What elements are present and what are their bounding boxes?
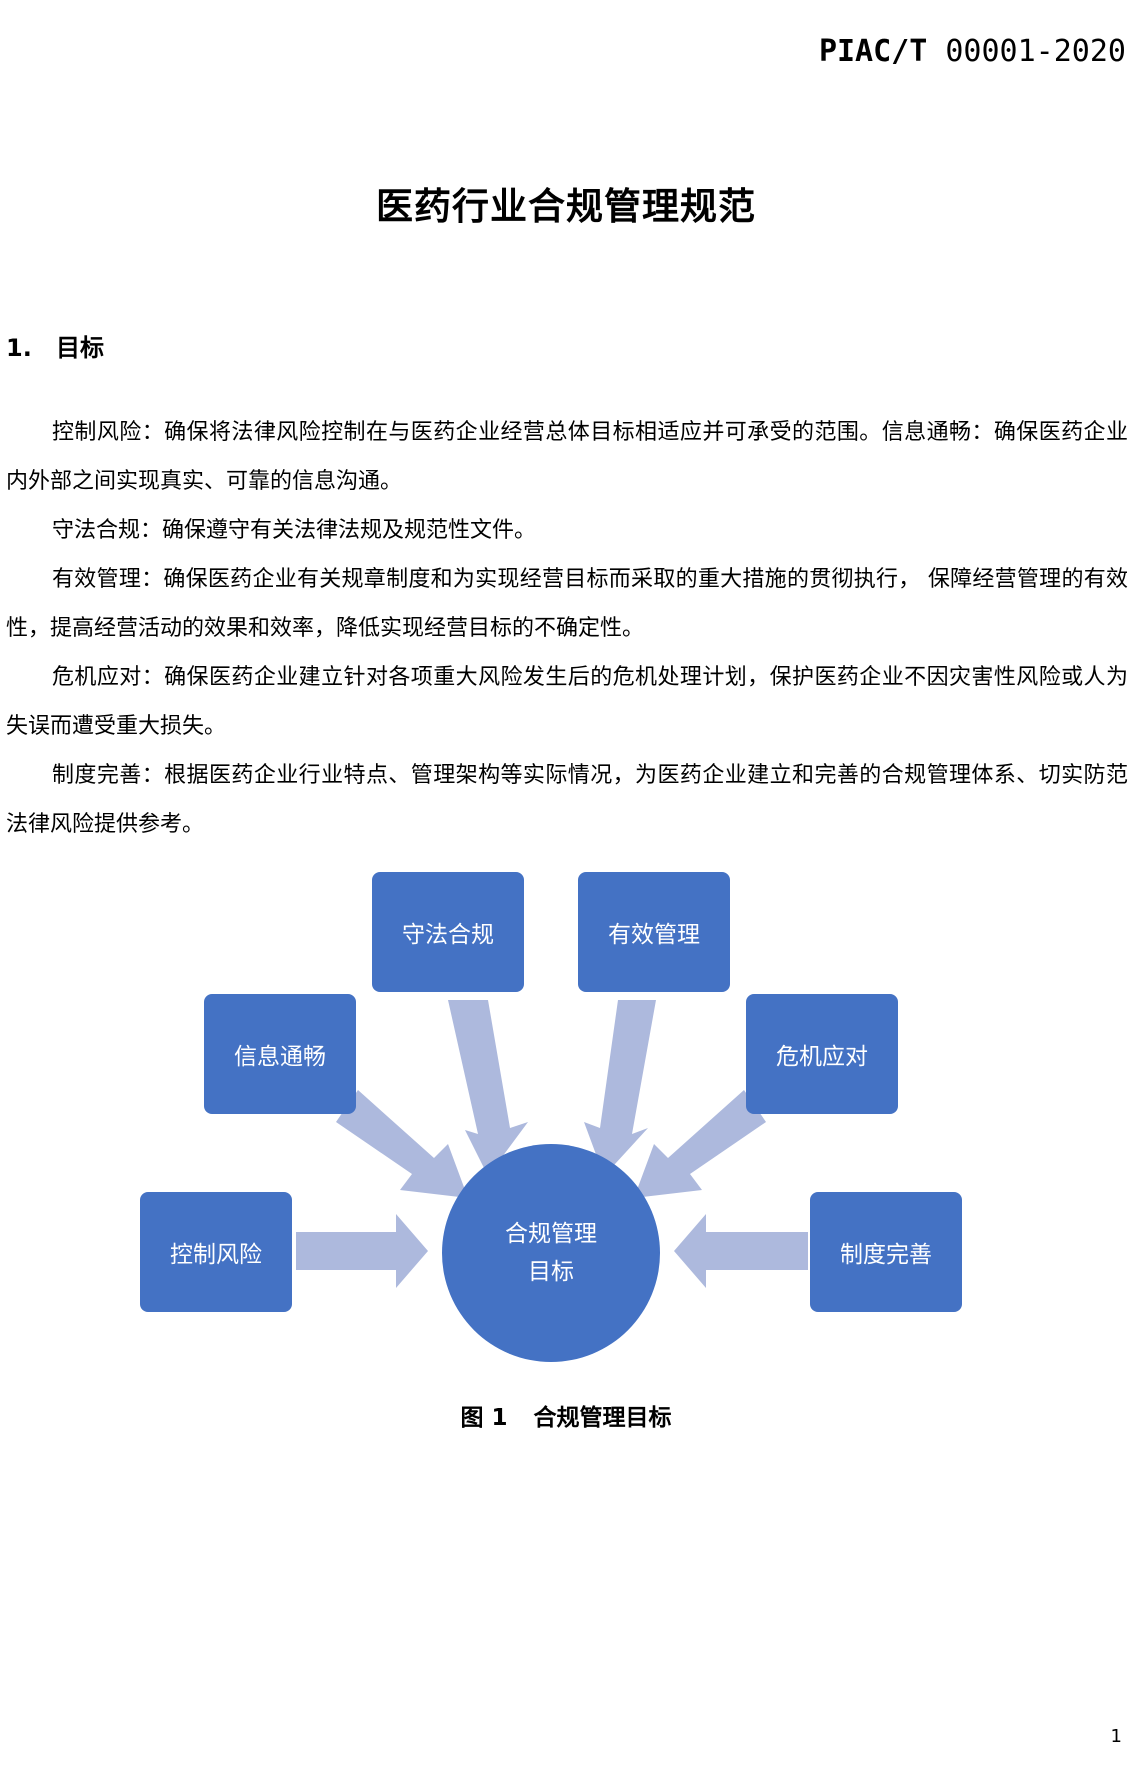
arrow-information-to-center bbox=[336, 1090, 468, 1198]
section-number: 1. bbox=[6, 334, 32, 362]
node-risk-control: 控制风险 bbox=[140, 1192, 292, 1312]
document-code-number: 00001-2020 bbox=[945, 34, 1126, 69]
paragraph-risk-control: 控制风险：确保将法律风险控制在与医药企业经营总体目标相适应并可承受的范围。信息通… bbox=[6, 420, 1128, 494]
paragraph-crisis-response: 危机应对：确保医药企业建立针对各项重大风险发生后的危机处理计划，保护医药企业不因… bbox=[6, 665, 1128, 739]
section-heading: 1. 目标 bbox=[6, 328, 104, 363]
document-code: PIAC/T 00001-2020 bbox=[819, 34, 1126, 69]
arrow-system-to-center bbox=[674, 1214, 808, 1288]
paragraph-compliance: 守法合规：确保遵守有关法律法规及规范性文件。 bbox=[52, 518, 537, 543]
center-node-compliance-goal: 合规管理 目标 bbox=[442, 1144, 660, 1362]
figure-caption-text: 合规管理目标 bbox=[533, 1405, 672, 1431]
compliance-goals-diagram: 守法合规 有效管理 信息通畅 危机应对 控制风险 制度完善 合规管理 目标 bbox=[0, 872, 1132, 1392]
body-text: 控制风险：确保将法律风险控制在与医药企业经营总体目标相适应并可承受的范围。信息通… bbox=[6, 408, 1128, 849]
arrow-effective-to-center bbox=[584, 1000, 656, 1176]
diagram-arrows bbox=[296, 1000, 808, 1288]
node-compliance: 守法合规 bbox=[372, 872, 524, 992]
node-information-flow: 信息通畅 bbox=[204, 994, 356, 1114]
figure-number: 图 1 bbox=[460, 1405, 508, 1431]
node-crisis-response: 危机应对 bbox=[746, 994, 898, 1114]
paragraph-effective-management: 有效管理：确保医药企业有关规章制度和为实现经营目标而采取的重大措施的贯彻执行， … bbox=[6, 567, 1128, 641]
node-system-improvement: 制度完善 bbox=[810, 1192, 962, 1312]
node-effective-management: 有效管理 bbox=[578, 872, 730, 992]
section-title: 目标 bbox=[56, 334, 104, 362]
figure-caption: 图 1 合规管理目标 bbox=[0, 1398, 1132, 1432]
document-code-prefix: PIAC/T bbox=[818, 34, 928, 69]
page-number: 1 bbox=[1110, 1726, 1122, 1747]
arrow-risk-to-center bbox=[296, 1214, 428, 1288]
center-node-line1: 合规管理 bbox=[505, 1221, 597, 1247]
page-title: 医药行业合规管理规范 bbox=[376, 185, 756, 228]
arrow-crisis-to-center bbox=[634, 1090, 766, 1198]
arrow-compliance-to-center bbox=[448, 1000, 528, 1176]
center-node-line2: 目标 bbox=[528, 1259, 574, 1285]
paragraph-system-improvement: 制度完善：根据医药企业行业特点、管理架构等实际情况，为医药企业建立和完善的合规管… bbox=[6, 763, 1128, 837]
